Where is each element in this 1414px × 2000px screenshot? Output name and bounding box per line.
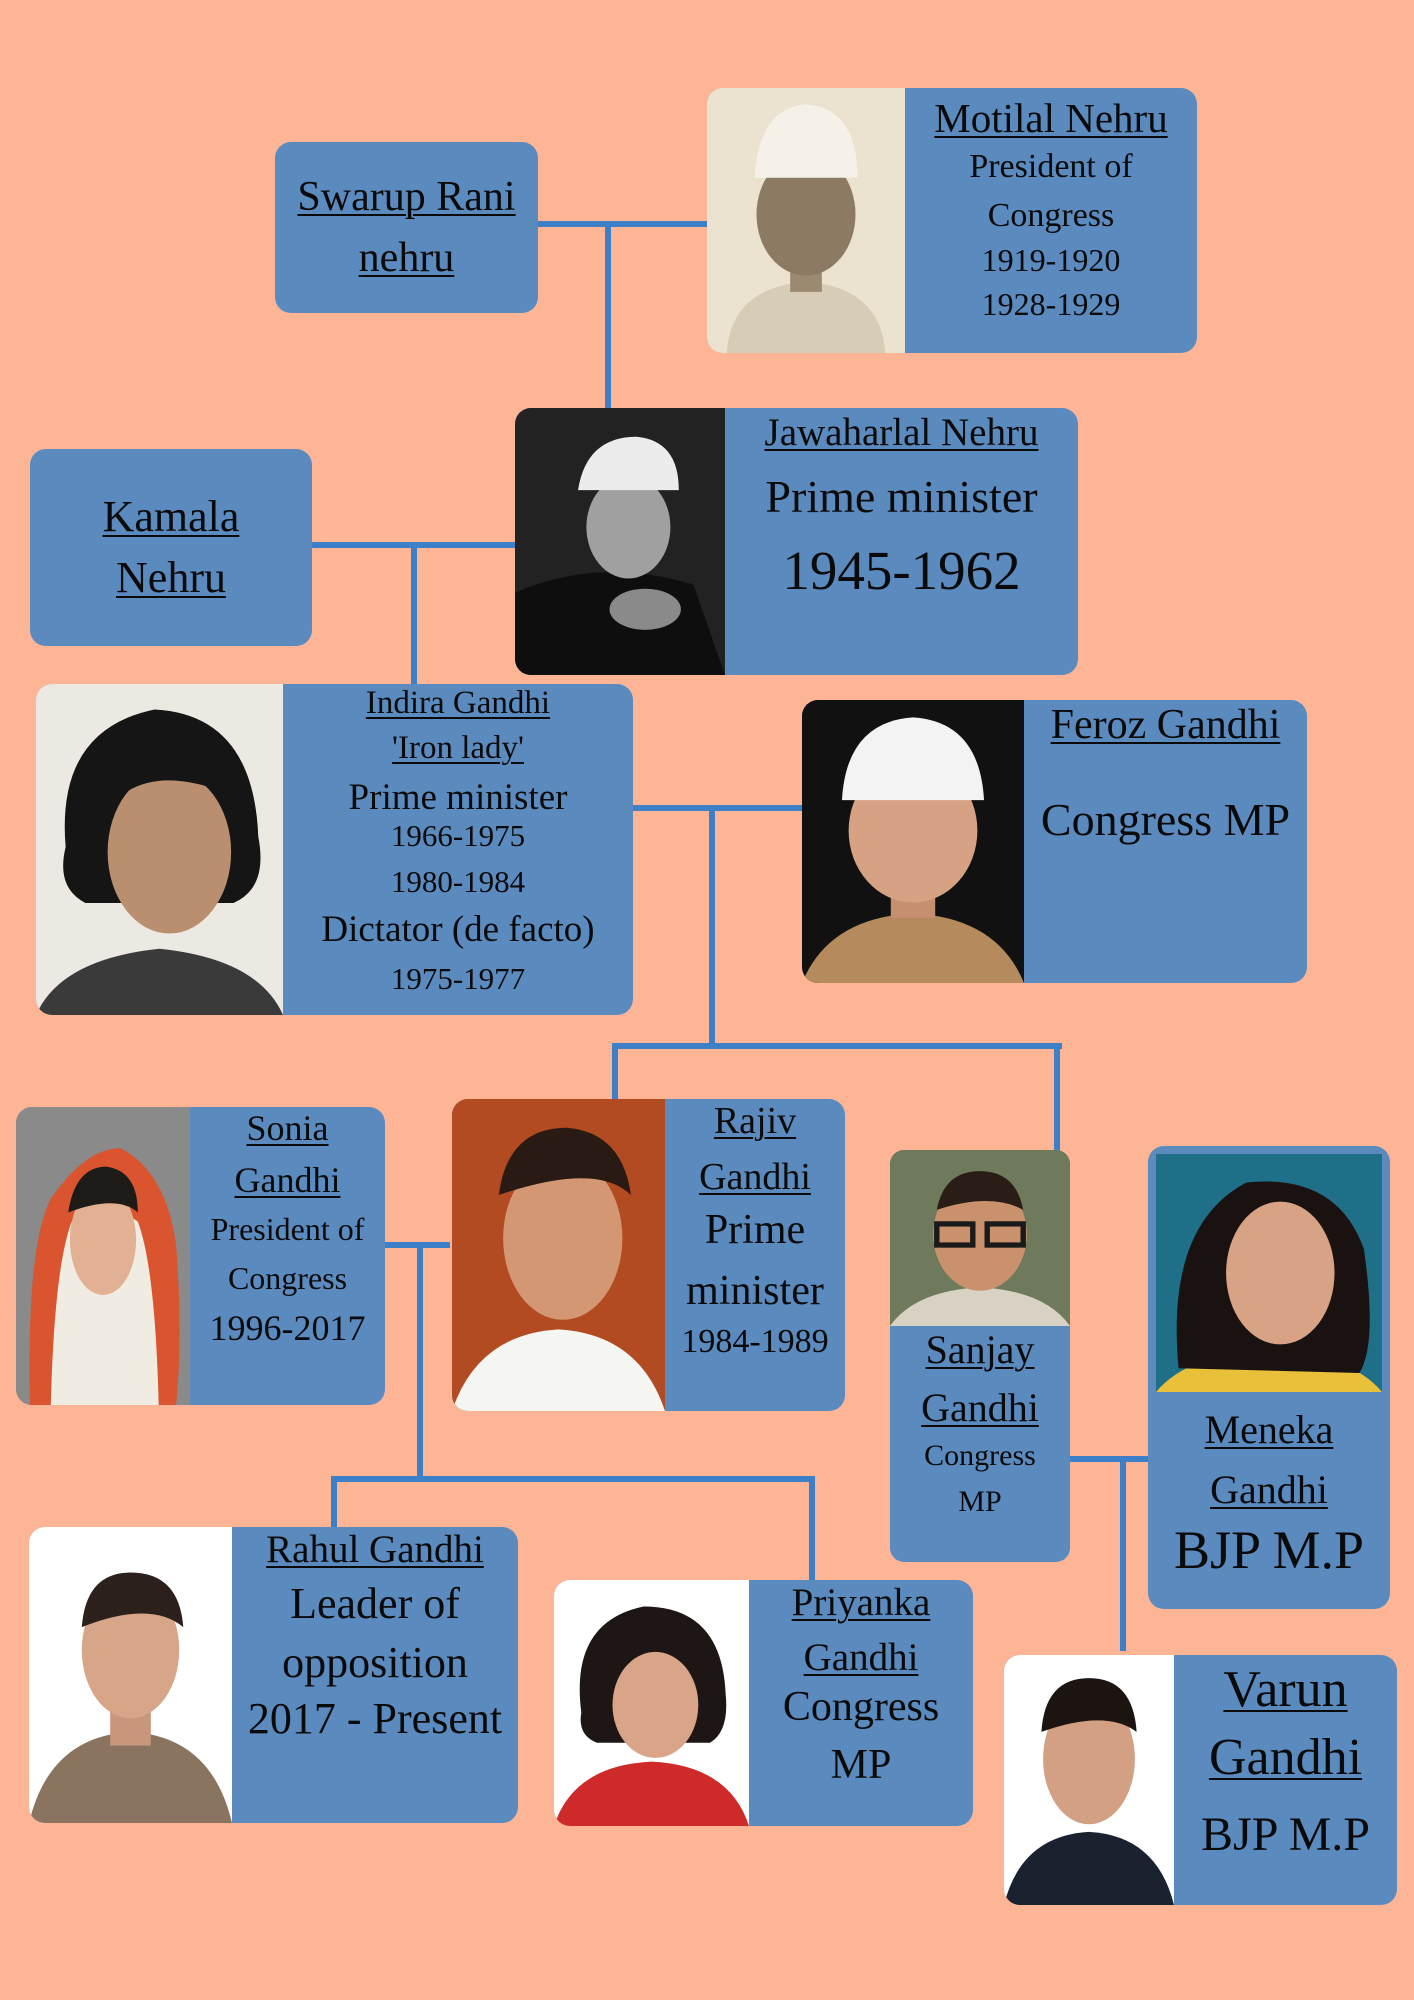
connector-children-bar <box>612 1043 1062 1049</box>
name-rahul-gandhi: Rahul Gandhi <box>266 1528 484 1571</box>
varun-line1: BJP M.P <box>1201 1807 1370 1861</box>
photo-meneka-gandhi <box>1156 1154 1382 1392</box>
card-jawaharlal-nehru: Jawaharlal Nehru Prime minister 1945-196… <box>515 408 1078 675</box>
indira-line1: Prime minister <box>348 777 568 819</box>
connector-to-sanjay <box>1054 1043 1060 1153</box>
connector-to-children <box>709 805 715 1048</box>
rajiv-line3: 1984-1989 <box>681 1322 829 1360</box>
card-swarup-rani: Swarup Rani nehru <box>275 142 538 313</box>
card-priyanka-gandhi: Priyanka Gandhi Congress MP <box>554 1580 973 1826</box>
feroz-line1: Congress MP <box>1040 794 1291 846</box>
rajiv-line2: minister <box>686 1267 824 1314</box>
connector-swarup-motilal <box>535 221 710 227</box>
photo-rajiv-gandhi <box>452 1099 665 1411</box>
photo-varun-gandhi <box>1004 1655 1174 1905</box>
meneka-line1: BJP M.P <box>1173 1520 1365 1580</box>
motilal-line4: 1928-1929 <box>981 286 1121 323</box>
name-varun-gandhi-line1: Varun <box>1223 1661 1348 1718</box>
indira-line3: 1980-1984 <box>390 863 526 899</box>
connector-indira-feroz <box>630 805 805 811</box>
name-sonia-gandhi-line2: Gandhi <box>234 1160 341 1201</box>
jawaharlal-line1: Prime minister <box>765 470 1038 522</box>
motilal-line1: President of <box>969 148 1133 186</box>
name-meneka-gandhi-line2: Gandhi <box>1210 1467 1328 1512</box>
name-kamala-nehru-line2: Nehru <box>116 552 226 602</box>
rajiv-line1: Prime <box>704 1207 806 1254</box>
card-indira-gandhi: Indira Gandhi 'Iron lady' Prime minister… <box>36 684 633 1015</box>
rahul-line3: 2017 - Present <box>247 1694 503 1744</box>
priyanka-line2: MP <box>830 1741 892 1788</box>
photo-feroz-gandhi <box>802 700 1024 983</box>
sonia-line2: Congress <box>227 1259 348 1296</box>
connector-sanjay-meneka <box>1068 1456 1150 1462</box>
photo-motilal-nehru <box>707 88 905 353</box>
connector-to-rajiv <box>612 1043 618 1101</box>
name-kamala-nehru-line1: Kamala <box>102 491 240 541</box>
connector-to-indira <box>411 542 417 685</box>
card-sonia-gandhi: Sonia Gandhi President of Congress 1996-… <box>16 1107 385 1405</box>
jawaharlal-line2: 1945-1962 <box>782 539 1021 601</box>
connector-to-priyanka <box>809 1476 815 1588</box>
card-motilal-nehru: Motilal Nehru President of Congress 1919… <box>707 88 1197 353</box>
name-rajiv-gandhi-line1: Rajiv <box>713 1100 797 1142</box>
name-sanjay-gandhi-line2: Gandhi <box>921 1385 1039 1430</box>
connector-to-varun <box>1120 1456 1126 1651</box>
connector-to-jawaharlal <box>605 221 611 409</box>
photo-sanjay-gandhi <box>890 1150 1070 1326</box>
name-swarup-rani-line1: Swarup Rani <box>297 173 516 220</box>
name-sanjay-gandhi-line1: Sanjay <box>925 1327 1035 1372</box>
priyanka-line1: Congress <box>782 1683 940 1730</box>
name-meneka-gandhi-line1: Meneka <box>1204 1407 1334 1452</box>
card-rahul-gandhi: Rahul Gandhi Leader of opposition 2017 -… <box>29 1527 518 1823</box>
connector-to-grandchildren <box>417 1242 423 1477</box>
name-rajiv-gandhi-line2: Gandhi <box>699 1155 811 1198</box>
card-varun-gandhi: Varun Gandhi BJP M.P <box>1004 1655 1397 1905</box>
name-varun-gandhi-line2: Gandhi <box>1208 1729 1363 1787</box>
name-jawaharlal-nehru: Jawaharlal Nehru <box>764 411 1039 454</box>
sonia-line3: 1996-2017 <box>209 1308 366 1349</box>
indira-nickname: 'Iron lady' <box>392 729 524 766</box>
photo-sonia-gandhi <box>16 1107 190 1405</box>
name-priyanka-gandhi-line2: Gandhi <box>803 1635 919 1679</box>
indira-line4: Dictator (de facto) <box>321 908 595 950</box>
card-kamala-nehru: Kamala Nehru <box>30 449 312 646</box>
photo-indira-gandhi <box>36 684 283 1015</box>
photo-rahul-gandhi <box>29 1527 232 1823</box>
sanjay-line1: Congress <box>924 1439 1036 1472</box>
connector-to-rahul <box>331 1476 337 1530</box>
card-feroz-gandhi: Feroz Gandhi Congress MP <box>802 700 1307 983</box>
name-swarup-rani-line2: nehru <box>358 234 455 281</box>
indira-line2: 1966-1975 <box>390 817 526 853</box>
rahul-line1: Leader of <box>290 1578 460 1628</box>
sonia-line1: President of <box>210 1211 365 1248</box>
card-meneka-gandhi: Meneka Gandhi BJP M.P <box>1148 1146 1390 1609</box>
card-rajiv-gandhi: Rajiv Gandhi Prime minister 1984-1989 <box>452 1099 845 1411</box>
motilal-line2: Congress <box>987 196 1115 234</box>
card-sanjay-gandhi: Sanjay Gandhi Congress MP <box>890 1150 1070 1562</box>
name-sonia-gandhi-line1: Sonia <box>246 1108 329 1148</box>
name-indira-gandhi: Indira Gandhi <box>365 685 551 721</box>
rahul-line2: opposition <box>282 1637 468 1687</box>
motilal-line3: 1919-1920 <box>981 241 1121 278</box>
sanjay-line2: MP <box>958 1485 1002 1518</box>
photo-jawaharlal-nehru <box>515 408 725 675</box>
name-feroz-gandhi: Feroz Gandhi <box>1050 702 1281 748</box>
name-priyanka-gandhi-line1: Priyanka <box>791 1581 931 1624</box>
name-motilal-nehru: Motilal Nehru <box>934 95 1168 141</box>
photo-priyanka-gandhi <box>554 1580 749 1826</box>
connector-grandchildren-bar <box>331 1476 815 1482</box>
indira-line5: 1975-1977 <box>390 961 526 997</box>
connector-sonia-rajiv <box>383 1242 450 1248</box>
